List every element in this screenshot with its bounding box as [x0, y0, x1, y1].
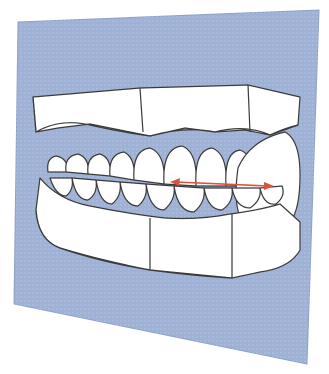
dental-cast-icon — [33, 85, 300, 278]
